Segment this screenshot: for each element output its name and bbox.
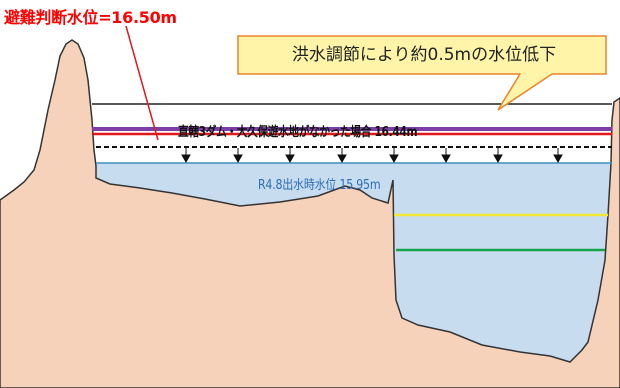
terrain-ground [0,39,620,388]
no-dam-level-label: 直轄3ダム・大久保遊水地がなかった場合 16.44m [178,125,418,140]
evacuation-level-label: 避難判断水位=16.50m [4,8,177,27]
lowering-arrow [285,148,295,164]
lowering-arrow [233,148,243,164]
lowering-arrow [181,148,191,164]
water-body [96,163,612,362]
water-lowering-arrows [181,148,563,164]
lowering-arrow [337,148,347,164]
evacuation-label-pointer [125,25,159,141]
lowering-arrow [553,148,563,164]
lowering-arrow [389,148,399,164]
callout-box [237,35,607,111]
actual-level-label: R4.8出水時水位 15.95m [258,178,381,193]
lowering-arrow [441,148,451,164]
lowering-arrow [493,148,503,164]
callout-text: 洪水調節により約0.5mの水位低下 [291,45,557,65]
